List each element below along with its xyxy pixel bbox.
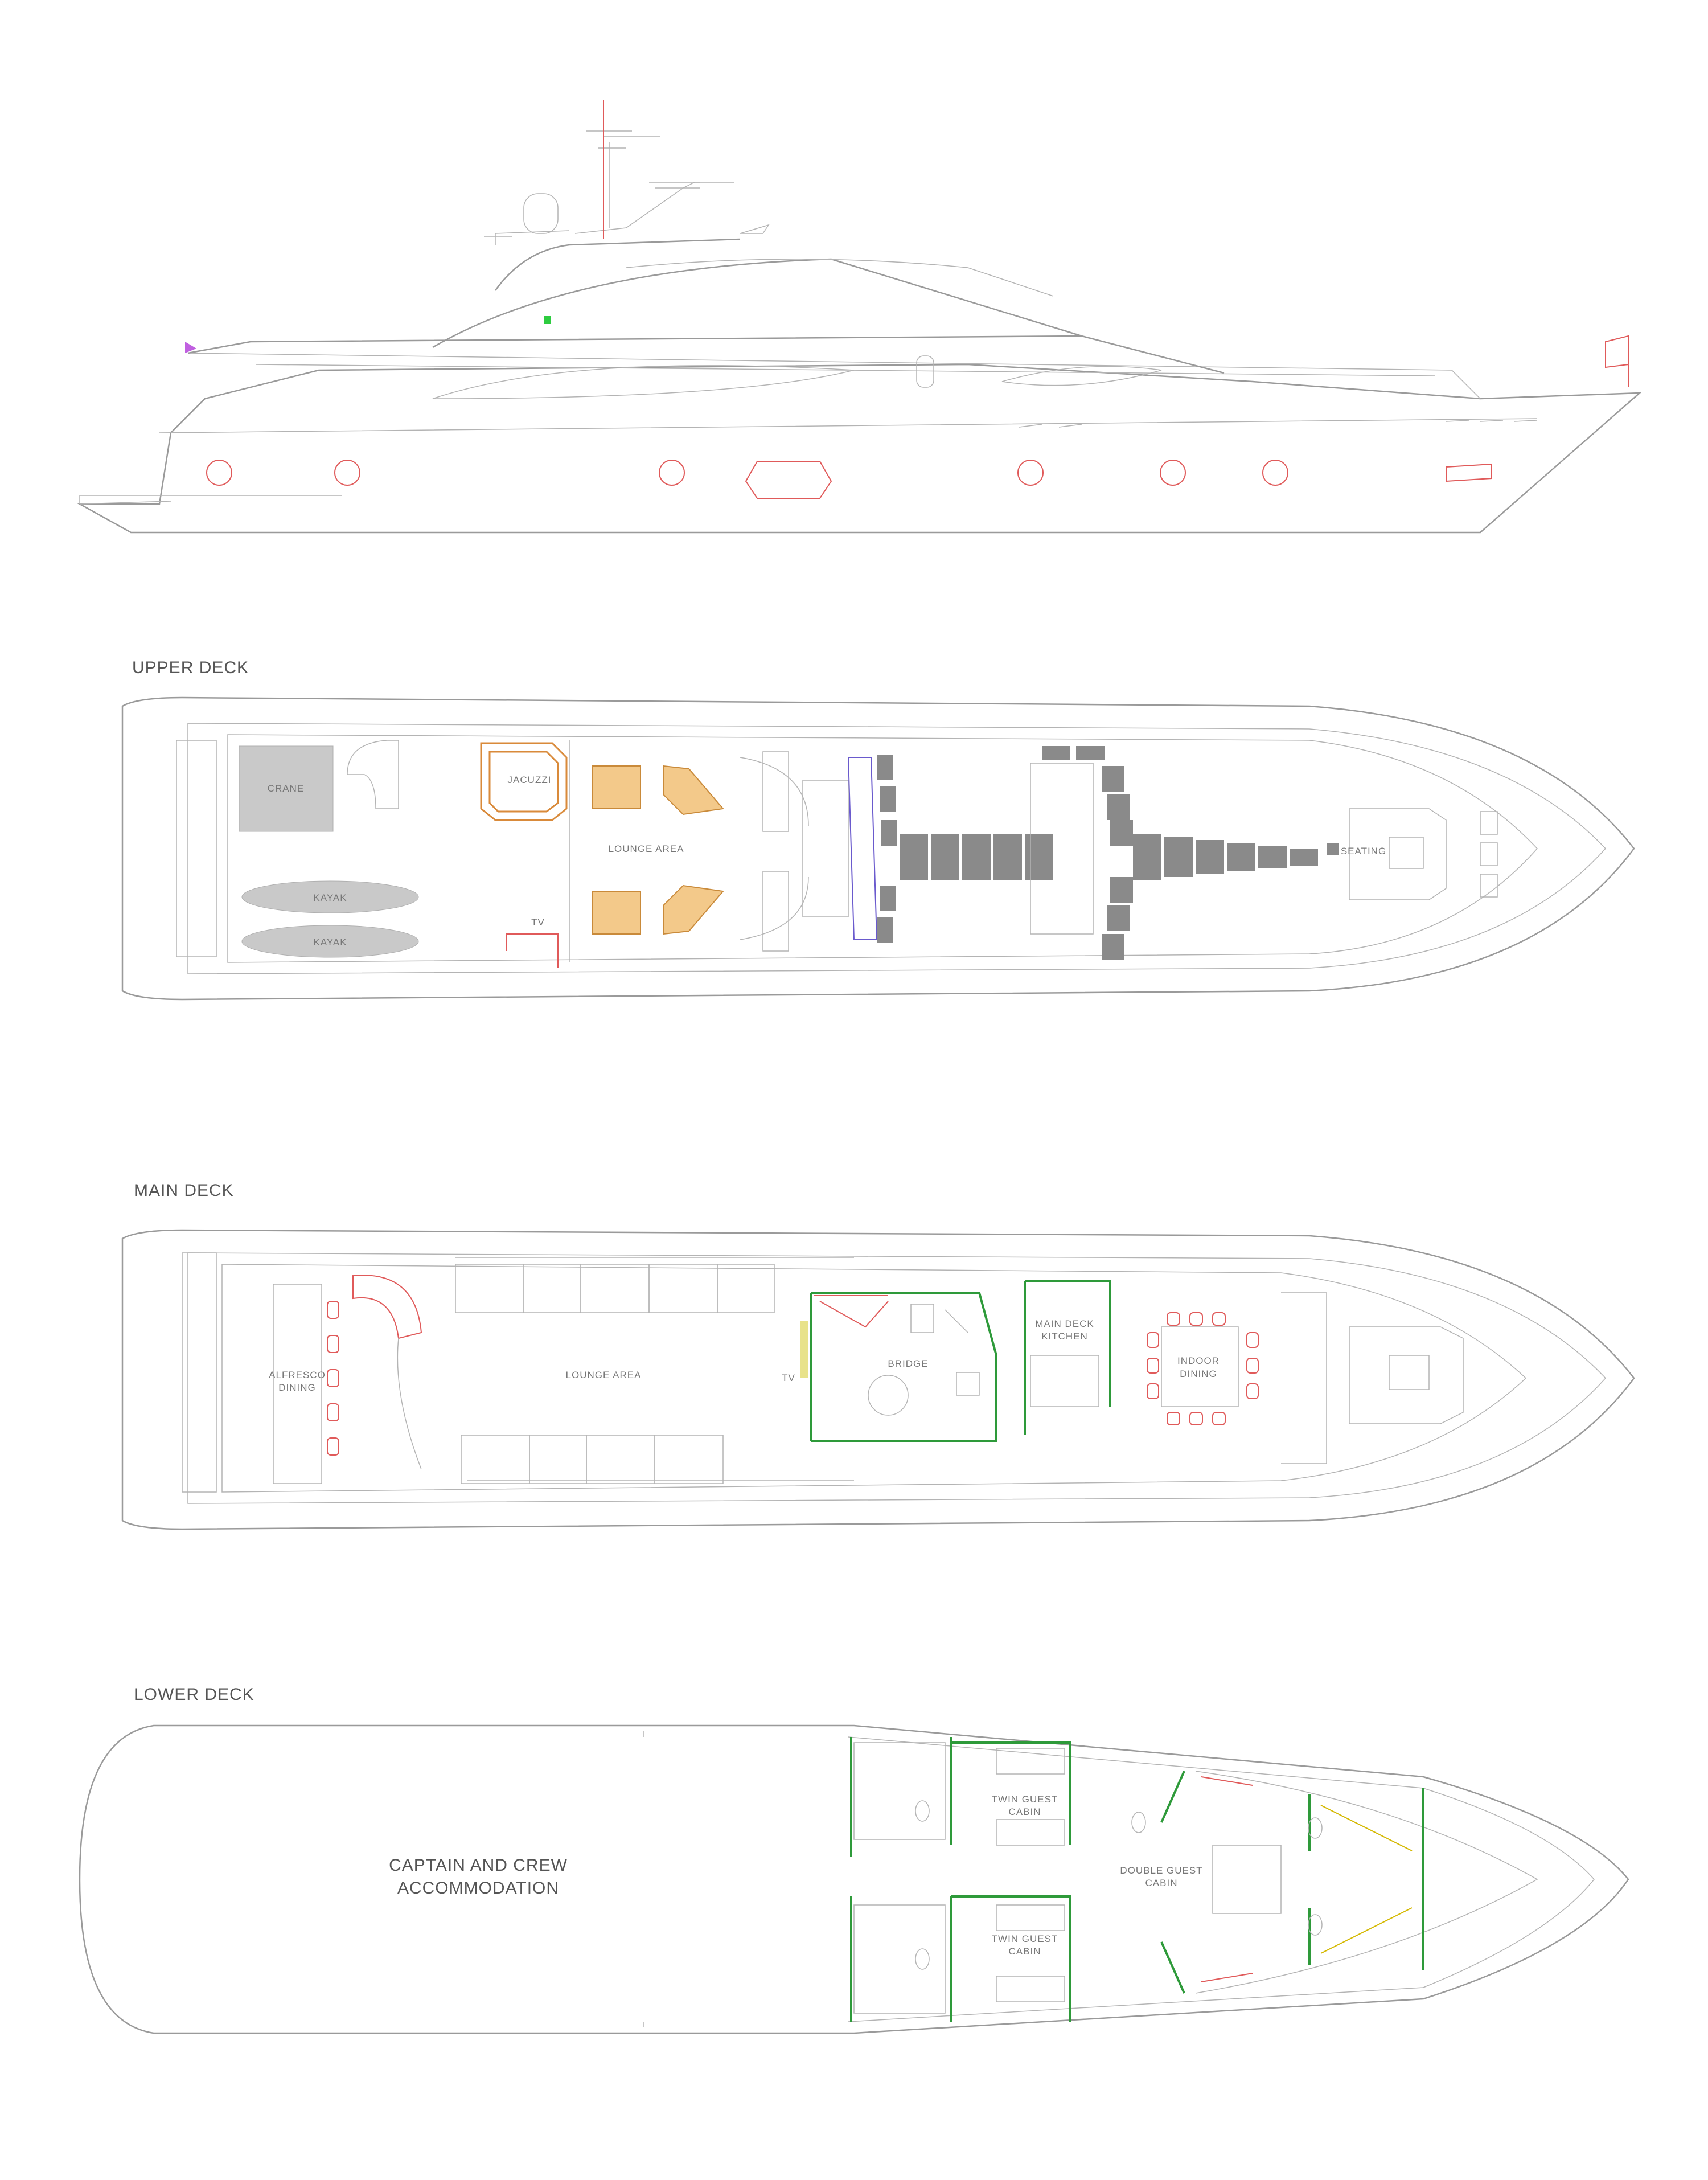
upper-lounge-label: LOUNGE AREA [609, 843, 684, 854]
jacuzzi-label: JACUZZI [508, 775, 552, 785]
twin-cabin-1-line2: CABIN [1009, 1806, 1041, 1817]
dining-label-line1: INDOOR [1177, 1355, 1220, 1366]
kayak-label-2: KAYAK [313, 937, 347, 948]
main-tv-label: TV [782, 1372, 795, 1383]
alfresco-label-line2: DINING [278, 1382, 316, 1393]
kayak-label-1: KAYAK [313, 892, 347, 903]
alfresco-label-line1: ALFRESCO [269, 1370, 326, 1380]
crew-label-line1: CAPTAIN AND CREW [389, 1856, 568, 1875]
twin-cabin-1-line1: TWIN GUEST [992, 1794, 1058, 1805]
upper-deck-plan: CRANE KAYAK KAYAK JACUZZI LOUNGE AREA TV [121, 696, 1635, 1001]
upper-tv-label: TV [531, 917, 545, 928]
crane-label: CRANE [268, 783, 305, 794]
seating-label: SEATING [1341, 846, 1386, 857]
twin-cabin-2-line2: CABIN [1009, 1946, 1041, 1957]
double-cabin-line1: DOUBLE GUEST [1120, 1865, 1202, 1876]
main-lounge-label: LOUNGE AREA [566, 1370, 642, 1380]
upper-sunbeds [877, 746, 1339, 960]
crew-label-line2: ACCOMMODATION [397, 1879, 559, 1898]
kitchen-label-line2: KITCHEN [1041, 1331, 1088, 1342]
dining-label-line2: DINING [1180, 1368, 1217, 1379]
side-profile [77, 100, 1642, 534]
bridge-label: BRIDGE [888, 1358, 928, 1369]
lower-deck-title: LOWER DECK [134, 1685, 254, 1704]
lower-deck-plan: CAPTAIN AND CREW ACCOMMODATION TWIN GUES… [79, 1724, 1629, 2034]
kitchen-label-line1: MAIN DECK [1035, 1318, 1094, 1329]
double-cabin-line2: CABIN [1145, 1878, 1178, 1888]
main-deck-plan: ALFRESCO DINING LOUNGE AREA TV BRIDGE MA… [121, 1229, 1635, 1530]
main-deck-title: MAIN DECK [134, 1181, 234, 1200]
upper-deck-title: UPPER DECK [132, 658, 249, 677]
twin-cabin-2-line1: TWIN GUEST [992, 1933, 1058, 1944]
